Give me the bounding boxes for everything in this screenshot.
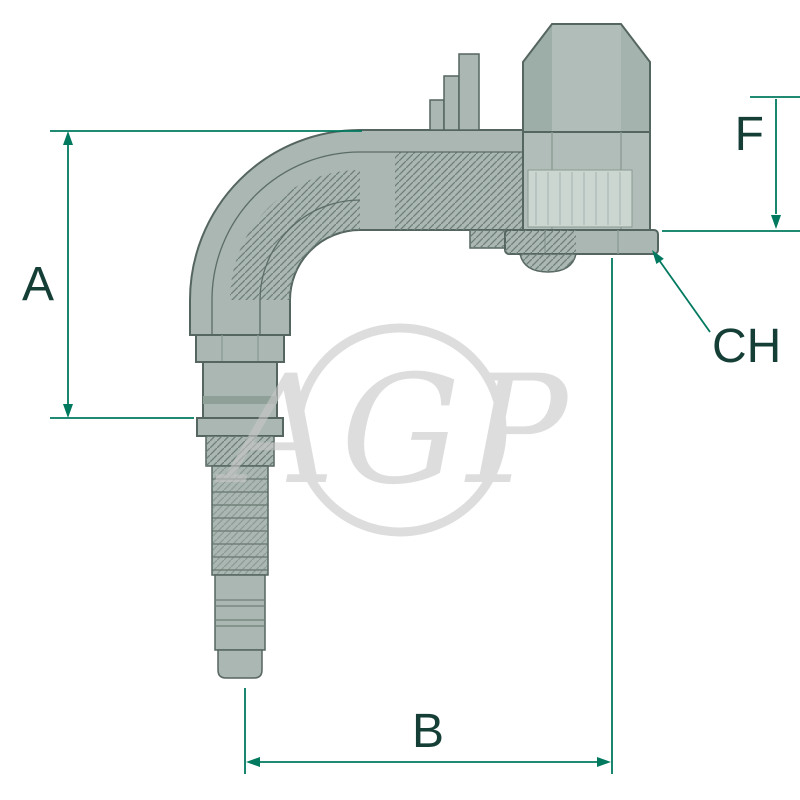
flange-bump-hatch bbox=[520, 254, 576, 272]
barb-hatch bbox=[212, 466, 268, 575]
tail-tip bbox=[217, 649, 263, 679]
dimension-b: B bbox=[244, 258, 613, 774]
swivel-nut bbox=[504, 23, 659, 273]
dimension-ch-label: CH bbox=[712, 320, 781, 373]
dimension-b-extension-lines bbox=[244, 258, 613, 774]
watermark-text: AGP bbox=[214, 344, 573, 518]
thread-lines bbox=[535, 172, 621, 225]
dimension-f-label: F bbox=[735, 108, 764, 161]
dimension-ch-arrow bbox=[652, 250, 664, 264]
dimensions: A B F CH bbox=[22, 96, 800, 774]
dimension-ch: CH bbox=[652, 250, 781, 373]
seat-step-hatch bbox=[470, 230, 505, 248]
flange-hatch bbox=[505, 230, 576, 254]
hex-flange-facets bbox=[221, 335, 259, 362]
sleeve bbox=[214, 574, 266, 651]
hose-tail bbox=[195, 334, 285, 679]
dimension-a-extension-lines bbox=[50, 130, 362, 419]
dimension-f-arrow-down bbox=[771, 215, 781, 229]
watermark: AGP bbox=[214, 323, 573, 537]
sleeve-grooves bbox=[215, 599, 265, 627]
nut-cap-facet-right bbox=[621, 24, 650, 132]
ring-step-medium bbox=[443, 75, 460, 131]
nut-cap-facet-left bbox=[523, 24, 552, 132]
dimension-a-arrow-up bbox=[63, 131, 73, 145]
dimension-f: F bbox=[662, 96, 800, 232]
thread-zone bbox=[527, 169, 633, 228]
watermark-circle bbox=[293, 323, 507, 537]
fitting-body bbox=[189, 23, 659, 679]
elbow-section-hatch bbox=[230, 170, 360, 300]
dimension-b-arrow-left bbox=[246, 757, 260, 767]
dimension-a-arrow-down bbox=[63, 404, 73, 418]
dimension-b-arrow-right bbox=[597, 757, 611, 767]
ferrule-hatch bbox=[206, 436, 274, 466]
ring-step-large bbox=[458, 53, 480, 131]
stepped-rings bbox=[429, 53, 480, 131]
ring-step-small bbox=[429, 99, 445, 131]
nut-cap-base bbox=[523, 24, 650, 132]
collar-groove bbox=[203, 396, 277, 404]
collar bbox=[202, 361, 278, 419]
dimension-a: A bbox=[22, 130, 362, 419]
dimension-b-label: B bbox=[412, 705, 444, 758]
dimension-ch-leader bbox=[658, 259, 711, 333]
pipe-section-hatch bbox=[395, 152, 523, 230]
bore-detail-lines bbox=[211, 151, 523, 335]
hex-flange bbox=[195, 334, 285, 363]
dimension-a-label: A bbox=[22, 258, 54, 311]
